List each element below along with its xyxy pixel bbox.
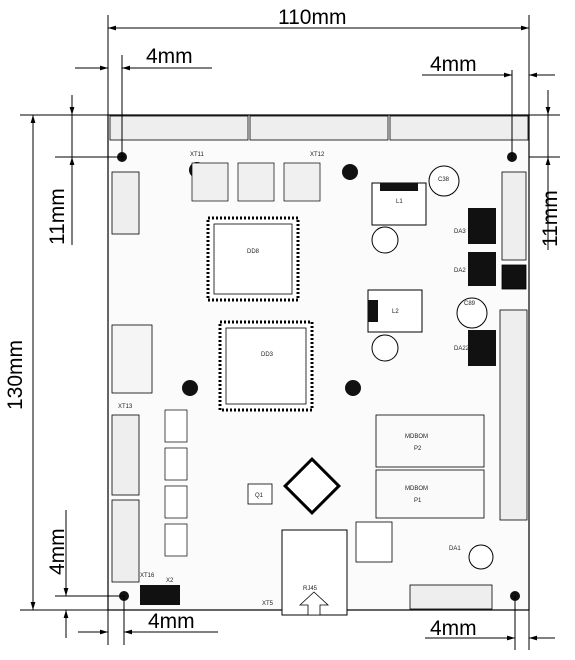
rj45-label: RJ45 xyxy=(303,586,318,592)
xt5-label: XT5 xyxy=(262,601,274,607)
rj45-connector: RJ45 xyxy=(281,529,348,616)
center-chip xyxy=(283,457,341,515)
dd3-chip: DD3 xyxy=(218,320,314,412)
x2-label: X2 xyxy=(166,578,174,584)
da22-label: DA22 xyxy=(454,346,470,352)
c89-label: C89 xyxy=(464,301,476,307)
da2-label: DA2 xyxy=(454,268,466,274)
l2-label: L2 xyxy=(392,309,399,315)
mdbom-label-2: MDBOM xyxy=(405,486,428,492)
c38-label: C38 xyxy=(438,177,450,183)
dim-4mm-bl-label: 4mm xyxy=(46,528,69,575)
p1-label: P1 xyxy=(414,498,422,504)
top-terminal-strip xyxy=(109,115,529,141)
dd3-label: DD3 xyxy=(261,352,274,358)
transformer-p2: MDBOM P2 xyxy=(375,414,485,468)
left-switch-column xyxy=(164,409,188,557)
upper-ic-group xyxy=(191,162,321,202)
da1-region: DA1 xyxy=(355,521,461,563)
power-regulators: DA3 DA2 DA22 xyxy=(454,208,496,366)
mdbom-label-1: MDBOM xyxy=(405,434,428,440)
left-terminal-strip xyxy=(111,171,153,583)
transformer-p1: MDBOM P1 xyxy=(375,469,485,519)
xt11-label: XT11 xyxy=(190,152,205,158)
right-terminal-strip xyxy=(499,171,528,521)
xt13-label: XT13 xyxy=(118,404,133,410)
x2-connector: X2 xyxy=(140,578,180,605)
dim-height-label: 130mm xyxy=(4,340,27,410)
dd8-chip: DD8 xyxy=(206,216,300,302)
xt16-label: XT16 xyxy=(140,573,155,579)
capacitors: C38 C89 xyxy=(371,165,494,570)
q1-transistor: Q1 xyxy=(247,483,273,505)
dim-4mm-bh-label: 4mm xyxy=(148,610,195,633)
bottom-terminal xyxy=(409,584,493,610)
q1-label: Q1 xyxy=(255,493,264,499)
p2-label: P2 xyxy=(414,446,422,452)
dim-4mm-br-label: 4mm xyxy=(430,617,477,640)
da1-label: DA1 xyxy=(449,546,461,552)
dd8-label: DD8 xyxy=(247,249,260,255)
xt12-label: XT12 xyxy=(310,152,325,158)
inductor-l2: L2 xyxy=(367,289,423,333)
dim-4mm-tr-label: 4mm xyxy=(430,53,477,76)
dim-11mm-l-label: 11mm xyxy=(46,188,69,245)
dim-11mm-r-label: 11mm xyxy=(539,190,562,247)
da3-label: DA3 xyxy=(454,229,466,235)
dim-4mm-tl-label: 4mm xyxy=(146,45,193,68)
l1-label: L1 xyxy=(396,199,403,205)
inductor-l1: L1 xyxy=(371,182,427,226)
dim-width-label: 110mm xyxy=(278,6,346,29)
